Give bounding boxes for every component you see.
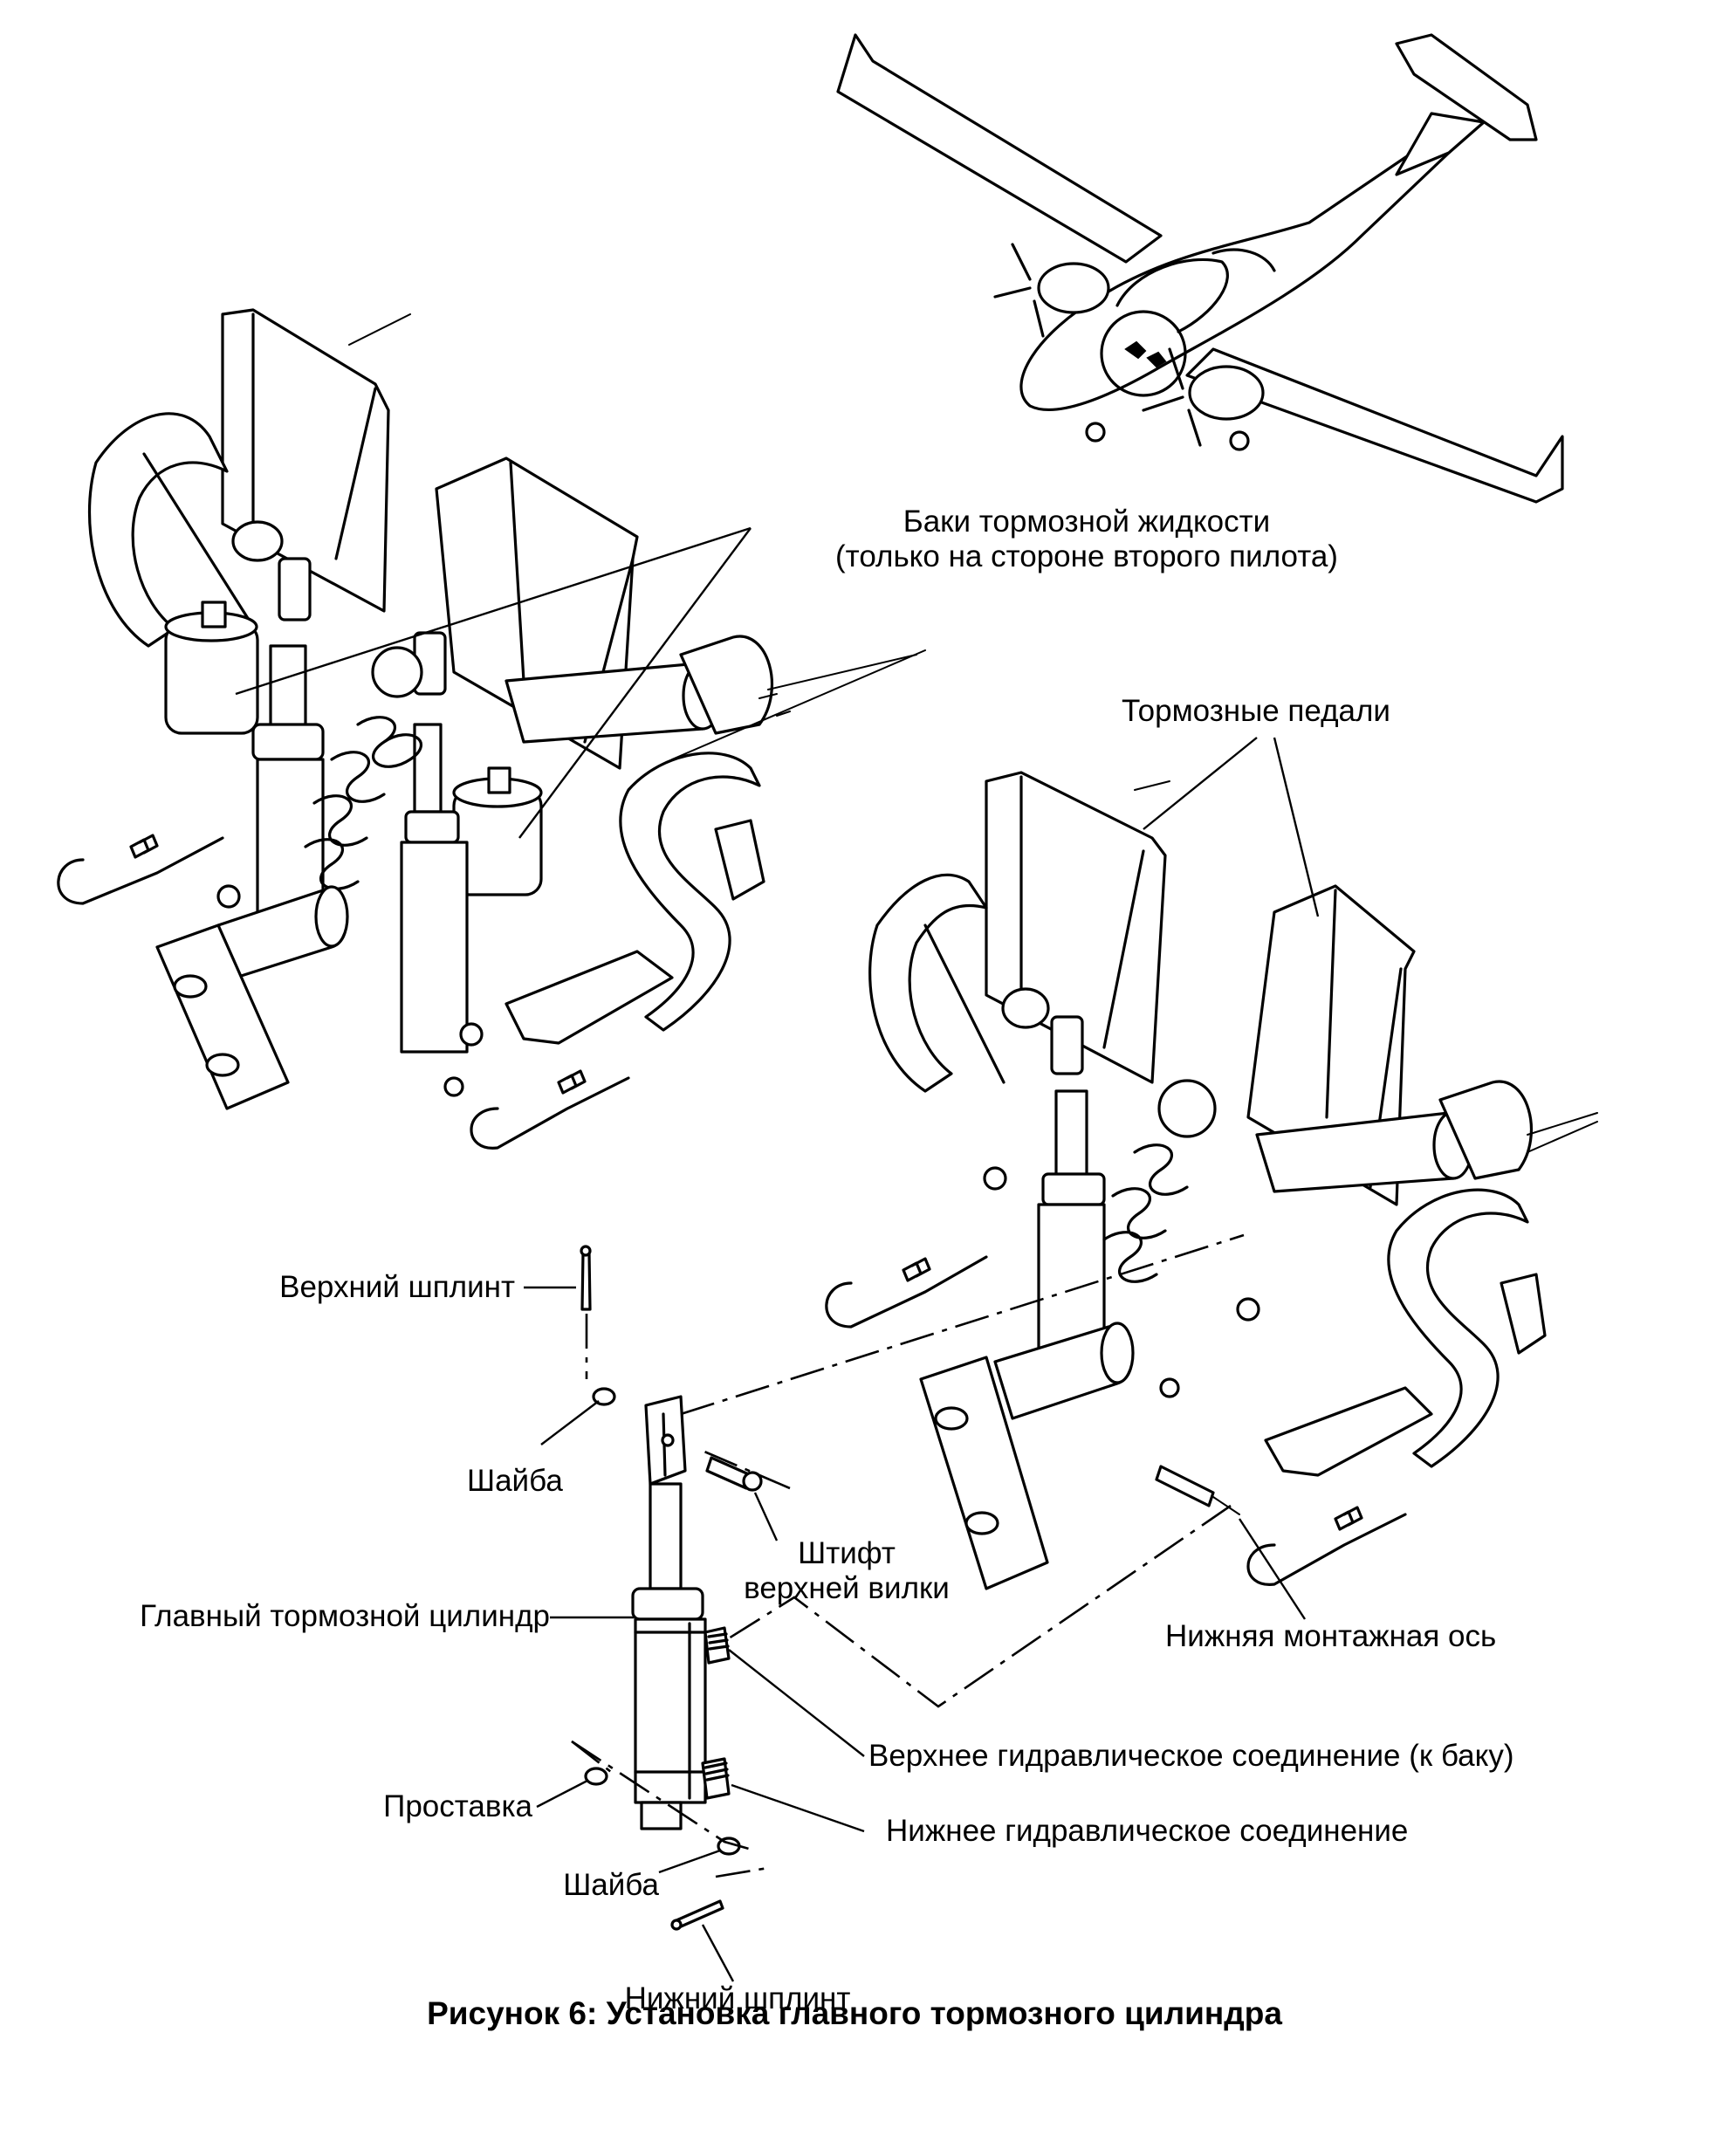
label-upper-hydraulic-connection: Верхнее гидравлическое соединение (к бак…: [868, 1739, 1514, 1773]
label-lower-mounting-axle: Нижняя монтажная ось: [1165, 1619, 1497, 1653]
right-pedal-assembly: [825, 771, 1598, 1590]
label-upper-cotter-pin: Верхний шплинт: [279, 1270, 515, 1304]
label-brake-fluid-tanks-line2: (только на стороне второго пилота): [835, 539, 1338, 573]
label-brake-pedals: Тормозные педали: [1122, 694, 1390, 728]
label-upper-clevis-pin-line2: верхней вилки: [744, 1571, 950, 1605]
label-upper-clevis-pin-line1: Штифт: [798, 1536, 896, 1570]
label-washer-lower: Шайба: [563, 1868, 659, 1902]
leader-lines: [235, 526, 1320, 1982]
label-washer-upper: Шайба: [467, 1464, 563, 1498]
label-spacer: Проставка: [383, 1789, 532, 1823]
aircraft-illustration: [836, 33, 1564, 504]
label-lower-cotter-pin: Нижний шплинт: [624, 1981, 851, 2015]
label-lower-hydraulic-connection: Нижнее гидравлическое соединение: [886, 1814, 1409, 1848]
label-master-brake-cylinder: Главный тормозной цилиндр: [140, 1599, 550, 1633]
figure-caption: Рисунок 6: Установка главного тормозного…: [427, 1995, 1282, 2031]
left-pedal-assembly: [57, 308, 926, 1150]
label-brake-fluid-tanks: Баки тормозной жидкости (только на сторо…: [772, 505, 1401, 574]
label-brake-fluid-tanks-line1: Баки тормозной жидкости: [903, 505, 1271, 539]
exploded-cylinder: [571, 1233, 1245, 1931]
label-upper-clevis-pin: Штифт верхней вилки: [742, 1536, 951, 1606]
